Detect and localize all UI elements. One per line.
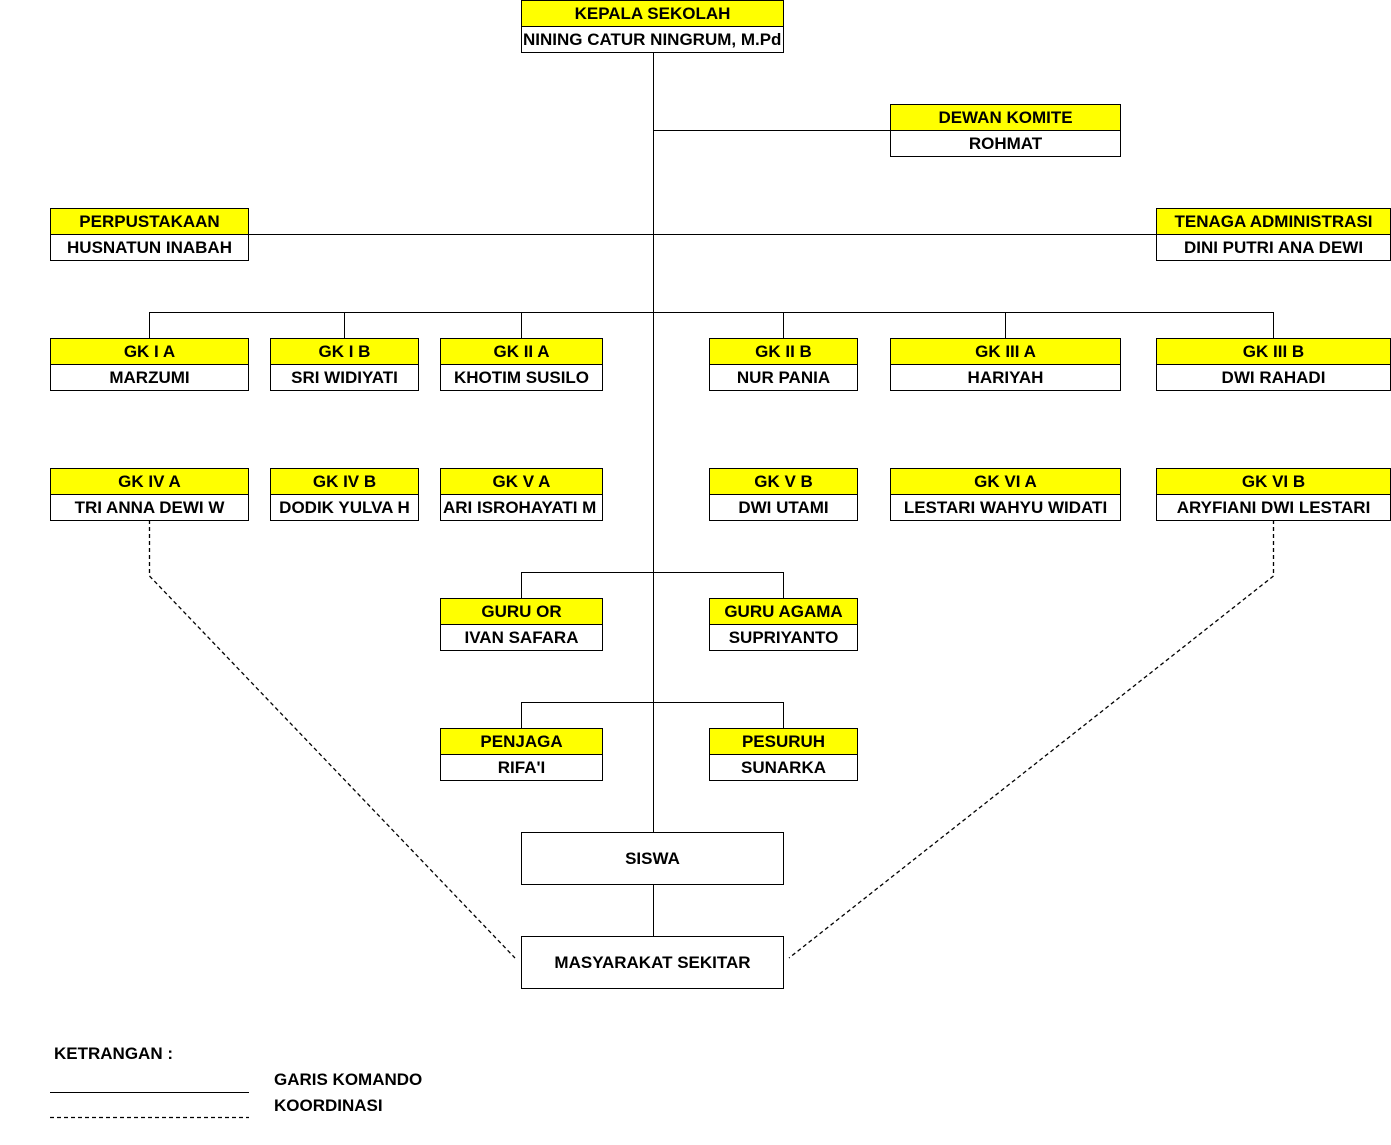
node-name: SRI WIDIYATI xyxy=(291,368,398,387)
node-title: GK V A xyxy=(441,469,602,495)
node-name: DWI RAHADI xyxy=(1221,368,1326,387)
node-dewan-komite: DEWAN KOMITE ROHMAT xyxy=(890,104,1121,157)
node-title: GK III B xyxy=(1157,339,1390,365)
node-title: GURU OR xyxy=(441,599,602,625)
node-gk-2a: GK II A KHOTIM SUSILO xyxy=(440,338,603,391)
node-name: ARI ISROHAYATI M xyxy=(443,498,597,517)
node-gk-1b: GK I B SRI WIDIYATI xyxy=(270,338,419,391)
node-title: GK II B xyxy=(710,339,857,365)
node-label: SISWA xyxy=(625,848,680,868)
coordination-line-left xyxy=(148,520,516,959)
node-title: GK I A xyxy=(51,339,248,365)
node-kepala-sekolah: KEPALA SEKOLAH NINING CATUR NINGRUM, M.P… xyxy=(521,0,784,53)
node-name: LESTARI WAHYU WIDATI xyxy=(903,498,1108,517)
node-title: GK VI A xyxy=(891,469,1120,495)
node-gk-4b: GK IV B DODIK YULVA H xyxy=(270,468,419,521)
node-name: IVAN SAFARA xyxy=(464,628,579,647)
node-gk-6a: GK VI A LESTARI WAHYU WIDATI xyxy=(890,468,1121,521)
node-name: HUSNATUN INABAH xyxy=(67,238,232,257)
node-tenaga-administrasi: TENAGA ADMINISTRASI DINI PUTRI ANA DEWI xyxy=(1156,208,1391,261)
coordination-line-right xyxy=(788,520,1275,959)
legend-coordination-label: KOORDINASI xyxy=(274,1096,383,1115)
node-title: GK I B xyxy=(271,339,418,365)
node-gk-5b: GK V B DWI UTAMI xyxy=(709,468,858,521)
node-title: TENAGA ADMINISTRASI xyxy=(1157,209,1390,235)
node-name: SUPRIYANTO xyxy=(728,628,839,647)
node-name: DWI UTAMI xyxy=(738,498,829,517)
node-name: ARYFIANI DWI LESTARI xyxy=(1176,498,1371,517)
node-masyarakat-sekitar: MASYARAKAT SEKITAR xyxy=(521,936,784,989)
node-guru-agama: GURU AGAMA SUPRIYANTO xyxy=(709,598,858,651)
node-title: GURU AGAMA xyxy=(710,599,857,625)
node-gk-3a: GK III A HARIYAH xyxy=(890,338,1121,391)
node-siswa: SISWA xyxy=(521,832,784,885)
node-title: GK IV B xyxy=(271,469,418,495)
node-gk-3b: GK III B DWI RAHADI xyxy=(1156,338,1391,391)
node-name: HARIYAH xyxy=(967,368,1044,387)
node-name: RIFA'I xyxy=(497,758,546,777)
node-title: PENJAGA xyxy=(441,729,602,755)
node-name: SUNARKA xyxy=(741,758,826,777)
node-pesuruh: PESURUH SUNARKA xyxy=(709,728,858,781)
node-name: ROHMAT xyxy=(968,134,1043,153)
node-title: GK VI B xyxy=(1157,469,1390,495)
node-gk-4a: GK IV A TRI ANNA DEWI W xyxy=(50,468,249,521)
node-title: PESURUH xyxy=(710,729,857,755)
node-title: KEPALA SEKOLAH xyxy=(522,1,783,27)
node-gk-6b: GK VI B ARYFIANI DWI LESTARI xyxy=(1156,468,1391,521)
node-label: MASYARAKAT SEKITAR xyxy=(554,952,751,972)
node-name: NINING CATUR NINGRUM, M.Pd xyxy=(523,30,782,49)
legend-command-label: GARIS KOMANDO xyxy=(274,1070,423,1089)
node-name: NUR PANIA xyxy=(736,368,831,387)
legend-title: KETRANGAN : xyxy=(54,1044,173,1063)
node-name: DODIK YULVA H xyxy=(279,498,410,517)
node-name: MARZUMI xyxy=(109,368,190,387)
node-title: GK III A xyxy=(891,339,1120,365)
node-title: GK II A xyxy=(441,339,602,365)
node-title: GK IV A xyxy=(51,469,248,495)
node-title: GK V B xyxy=(710,469,857,495)
node-gk-1a: GK I A MARZUMI xyxy=(50,338,249,391)
node-name: TRI ANNA DEWI W xyxy=(74,498,225,517)
node-guru-or: GURU OR IVAN SAFARA xyxy=(440,598,603,651)
node-perpustakaan: PERPUSTAKAAN HUSNATUN INABAH xyxy=(50,208,249,261)
node-name: KHOTIM SUSILO xyxy=(453,368,590,387)
node-gk-2b: GK II B NUR PANIA xyxy=(709,338,858,391)
node-penjaga: PENJAGA RIFA'I xyxy=(440,728,603,781)
node-title: PERPUSTAKAAN xyxy=(51,209,248,235)
node-gk-5a: GK V A ARI ISROHAYATI M xyxy=(440,468,603,521)
node-name: DINI PUTRI ANA DEWI xyxy=(1183,238,1364,257)
node-title: DEWAN KOMITE xyxy=(891,105,1120,131)
